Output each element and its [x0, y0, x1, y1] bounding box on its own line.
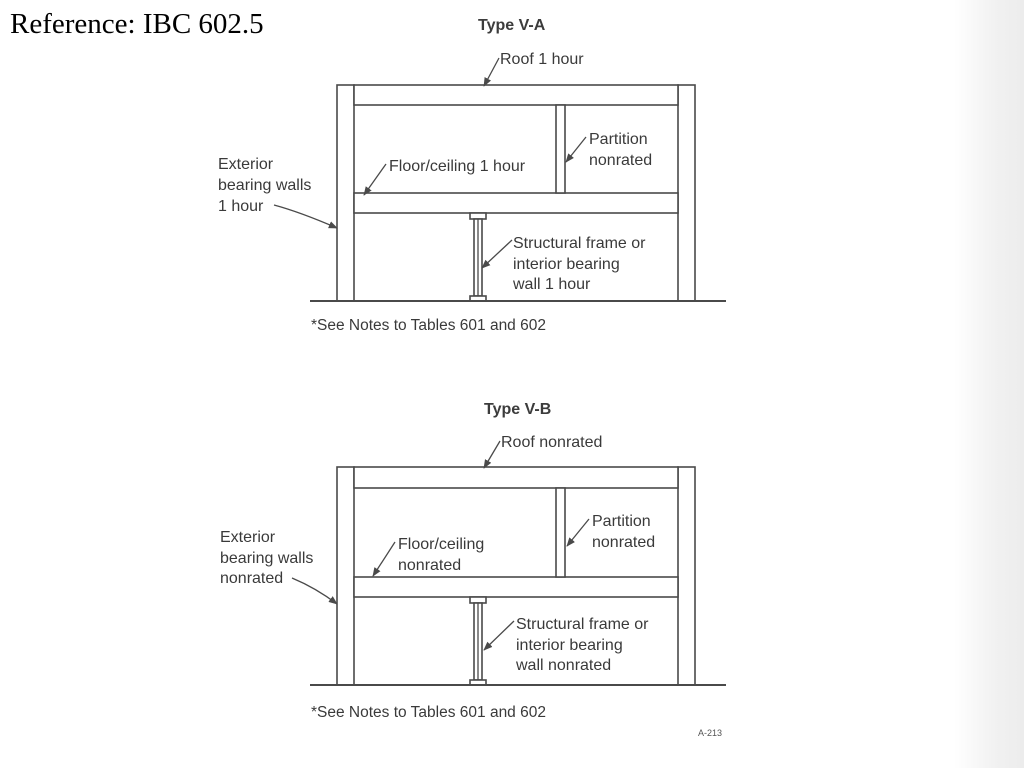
structural-frame-leader	[481, 239, 513, 269]
floor-ceiling-leader	[363, 163, 387, 196]
table-note: *See Notes to Tables 601 and 602	[311, 317, 546, 334]
exterior-walls-label: Exterior bearing walls 1 hour	[218, 156, 316, 215]
diagram-title: Type V-A	[478, 17, 546, 34]
floor-ceiling-assembly	[353, 192, 679, 214]
exterior-walls-leader	[273, 204, 338, 229]
partition-label: Partition nonrated	[592, 513, 655, 551]
partition-label: Partition nonrated	[589, 131, 652, 169]
slide-reference: Reference: IBC 602.5	[10, 8, 264, 40]
roof-label: Roof nonrated	[501, 434, 602, 451]
table-note: *See Notes to Tables 601 and 602	[311, 704, 546, 721]
partition-wall	[555, 487, 566, 578]
floor-ceiling-assembly	[353, 576, 679, 598]
right-exterior-wall	[677, 466, 696, 686]
diagram-title: Type V-B	[484, 401, 551, 418]
diagram-type-v-a: Type V-A Roof 1 hour Partition nonrated …	[218, 17, 726, 334]
floor-ceiling-label: Floor/ceiling 1 hour	[389, 158, 526, 175]
diagram-type-v-b: Type V-B Roof nonrated Partition nonrate…	[220, 401, 726, 738]
left-exterior-wall	[336, 84, 355, 302]
page-edge-shadow	[954, 0, 1024, 768]
column-cap	[469, 596, 487, 604]
roof-leader	[483, 440, 501, 469]
roof-leader	[483, 57, 500, 87]
structural-frame-label: Structural frame or interior bearing wal…	[512, 235, 650, 293]
structural-frame-label: Structural frame or interior bearing wal…	[515, 616, 653, 674]
page-number: A-213	[698, 728, 722, 738]
partition-leader	[566, 518, 590, 547]
roof-assembly	[353, 84, 679, 106]
exterior-walls-leader	[291, 577, 338, 605]
building-section	[310, 466, 726, 686]
floor-ceiling-label: Floor/ceiling nonrated	[398, 536, 489, 574]
left-exterior-wall	[336, 466, 355, 686]
exterior-walls-label: Exterior bearing walls nonrated	[220, 529, 318, 587]
right-exterior-wall	[677, 84, 696, 302]
column-cap	[469, 212, 487, 220]
structural-frame-leader	[483, 620, 515, 651]
partition-leader	[565, 136, 587, 163]
roof-assembly	[353, 466, 679, 489]
roof-label: Roof 1 hour	[500, 51, 584, 68]
building-section	[310, 84, 726, 302]
floor-ceiling-leader	[372, 541, 396, 577]
partition-wall	[555, 104, 566, 194]
